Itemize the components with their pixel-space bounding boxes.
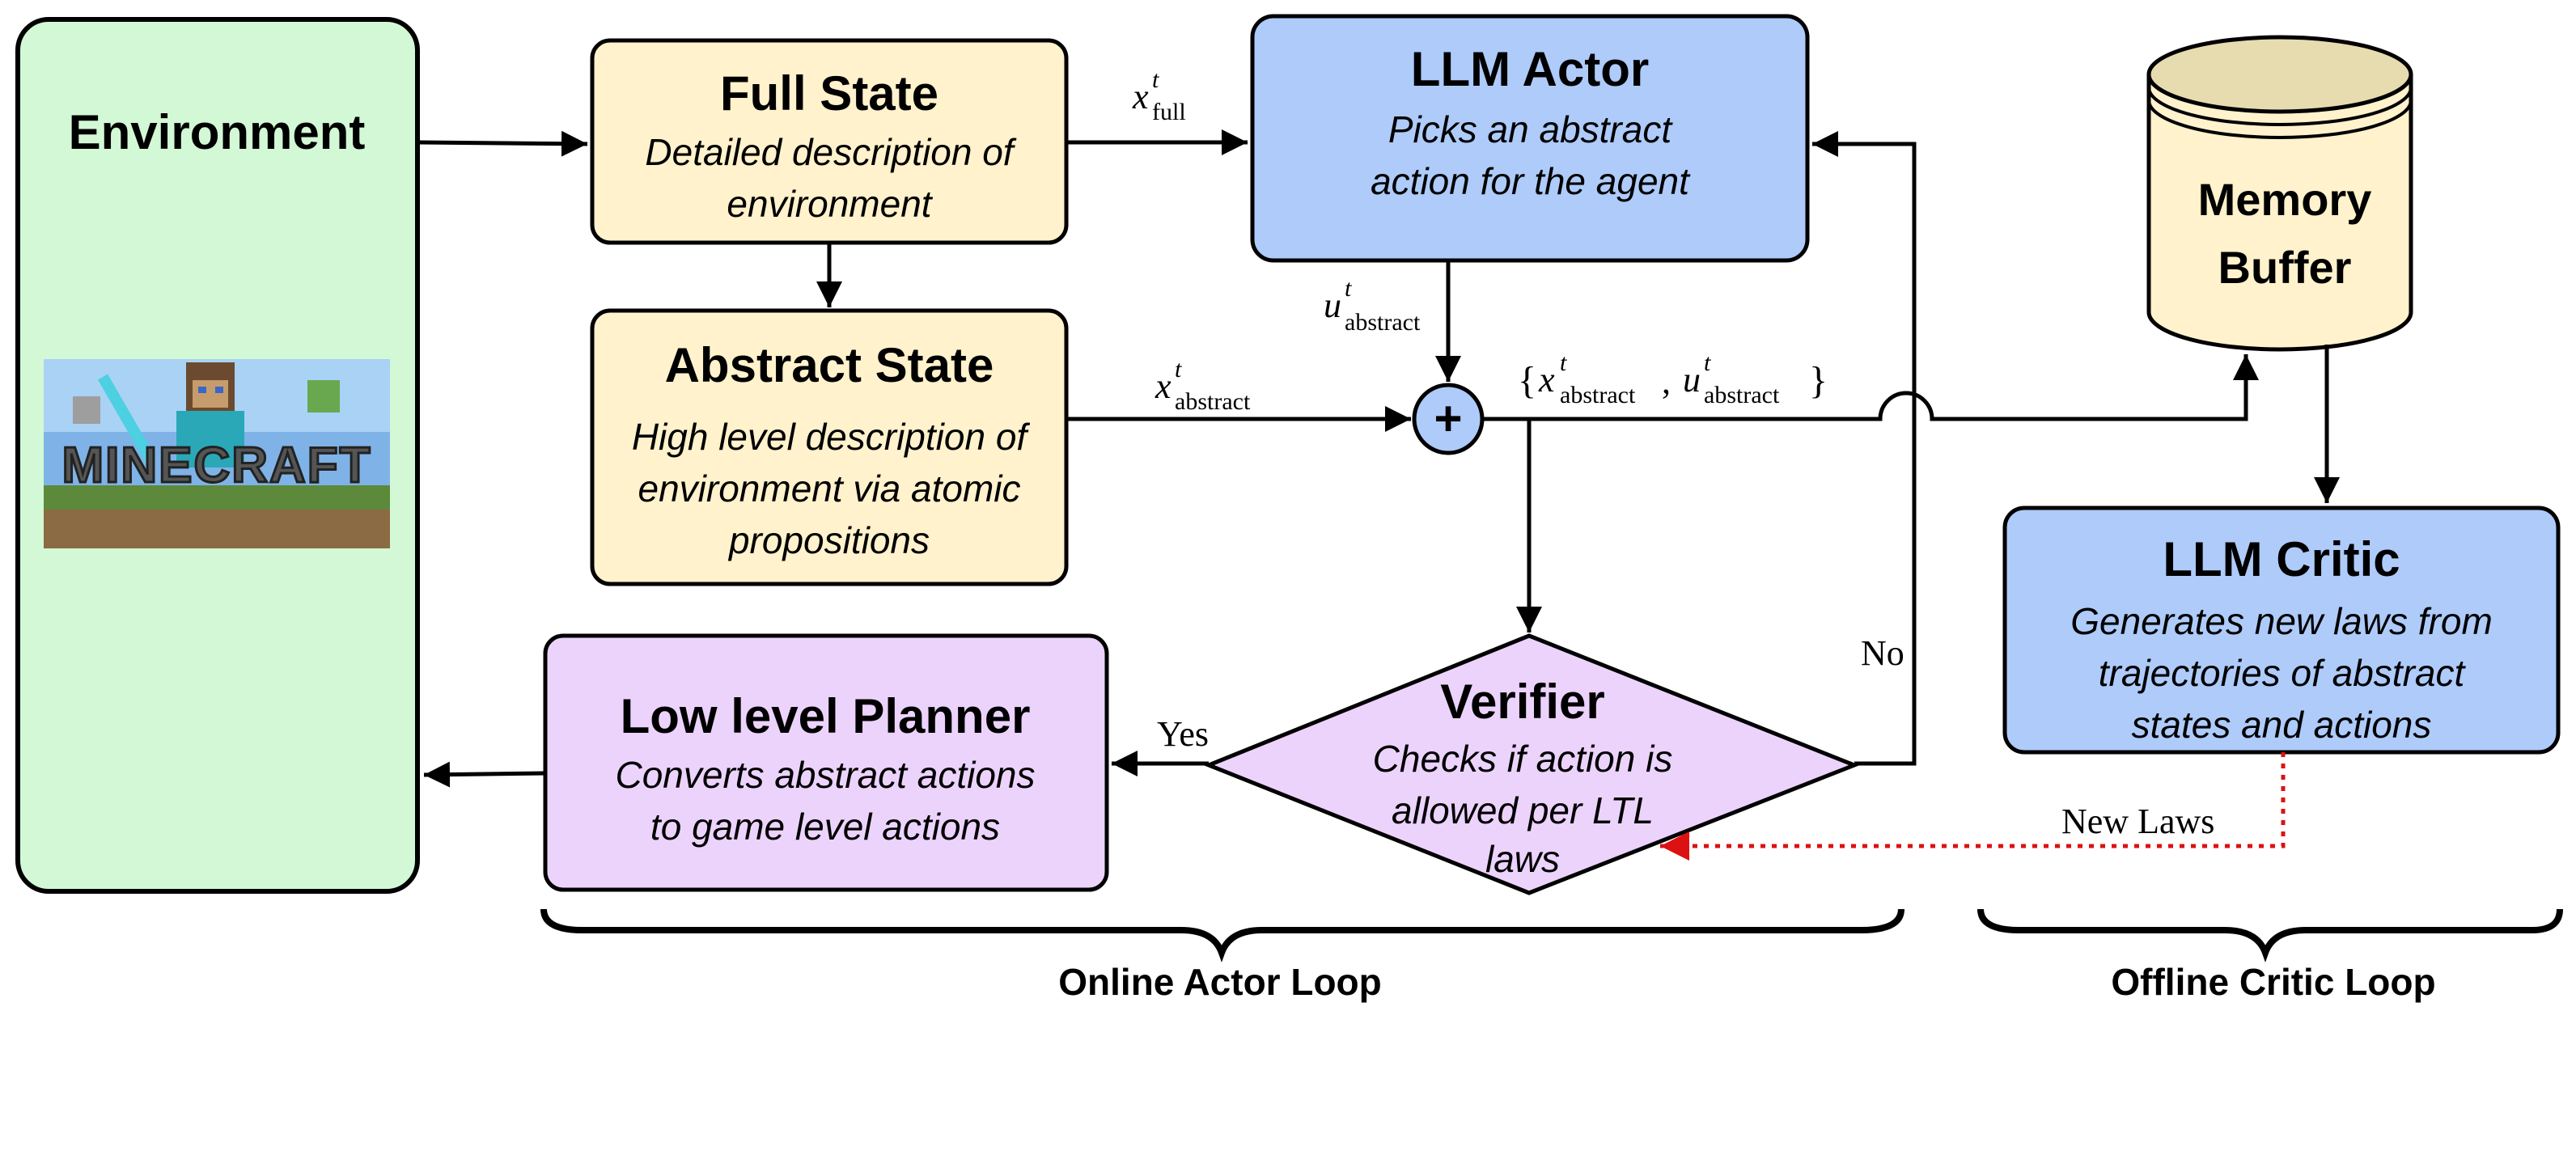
low-level-planner-node: Low level Planner Converts abstract acti… [543, 633, 1109, 892]
label-u-abstract-sup: t [1345, 275, 1352, 302]
llm-actor-box [1250, 14, 1810, 263]
label-u-abstract: u t abstract [1324, 275, 1421, 336]
edges [418, 129, 2340, 861]
verifier-desc-line: Checks if action is [1373, 738, 1673, 780]
label-pair-x-sub: abstract [1560, 382, 1636, 408]
environment-node: Environment MINECRAFT [15, 17, 420, 894]
edge-verifier-no-to-llm-actor [1812, 131, 1917, 766]
edge-planner-to-environment [423, 761, 546, 788]
label-x-full-sub: full [1152, 99, 1186, 125]
label-pair-u: u [1683, 360, 1701, 400]
llm-critic-node: LLM Critic Generates new laws from traje… [2002, 506, 2561, 755]
label-pair-x-sup: t [1560, 349, 1567, 376]
label-u-abstract-var: u [1324, 286, 1341, 325]
edge-critic-new-laws-to-verifier [1660, 752, 2286, 861]
label-u-abstract-sub: abstract [1345, 309, 1421, 336]
llm-actor-desc-line: Picks an abstract [1388, 108, 1673, 150]
label-pair-u-sup: t [1704, 349, 1711, 376]
minecraft-logo-text: MINECRAFT [61, 438, 371, 493]
edge-combine-to-memory-buffer [1482, 354, 2259, 421]
verifier-diamond [1203, 633, 1860, 895]
plus-icon: + [1434, 391, 1462, 446]
full-state-desc-line: environment [727, 183, 933, 225]
verifier-desc-line: laws [1485, 838, 1560, 880]
label-x-abstract-var: x [1155, 366, 1171, 406]
label-new-laws: New Laws [2061, 802, 2214, 841]
llm-critic-desc-line: states and actions [2132, 704, 2432, 746]
llm-critic-desc-line: Generates new laws from [2070, 600, 2493, 642]
label-x-abstract-sub: abstract [1175, 388, 1251, 415]
label-x-full-var: x [1132, 77, 1149, 116]
llm-actor-desc-line: action for the agent [1371, 160, 1691, 202]
verifier-node: Verifier Checks if action is allowed per… [1203, 633, 1860, 895]
low-level-planner-box [543, 633, 1109, 892]
llm-actor-title: LLM Actor [1411, 42, 1649, 96]
memory-buffer-ring [2147, 99, 2413, 139]
memory-buffer-title-line: Memory [2198, 174, 2372, 225]
label-x-abstract-sup: t [1175, 356, 1182, 383]
abstract-state-desc-line: environment via atomic [638, 468, 1021, 510]
label-state-action-pair: { x t abstract , u t abstract } [1518, 349, 1828, 408]
memory-buffer-top [2146, 35, 2413, 114]
label-no: No [1861, 633, 1904, 673]
full-state-node: Full State Detailed description of envir… [590, 38, 1069, 245]
full-state-desc-line: Detailed description of [645, 131, 1016, 173]
llm-critic-desc-line: trajectories of abstract [2099, 652, 2467, 694]
abstract-state-desc-line: High level description of [632, 416, 1031, 458]
label-x-full: x t full [1132, 66, 1186, 125]
label-pair-open: { [1518, 359, 1536, 402]
memory-buffer-title-line: Buffer [2218, 242, 2352, 293]
memory-buffer-node: Memory Buffer [2146, 35, 2413, 352]
online-loop-label: Online Actor Loop [1058, 961, 1382, 1003]
offline-loop-brace [1977, 908, 2563, 962]
minecraft-image: MINECRAFT [44, 359, 390, 548]
edge-environment-to-full-state [418, 130, 588, 157]
label-pair-close: } [1809, 359, 1828, 402]
label-pair-u-sub: abstract [1704, 382, 1780, 408]
verifier-title: Verifier [1440, 675, 1604, 729]
memory-buffer-body [2146, 74, 2413, 352]
llm-actor-node: LLM Actor Picks an abstract action for t… [1250, 14, 1810, 263]
combine-node: + [1412, 383, 1485, 455]
offline-loop-label: Offline Critic Loop [2111, 961, 2435, 1003]
abstract-state-title: Abstract State [665, 338, 994, 392]
low-level-planner-desc-line: Converts abstract actions [615, 754, 1035, 796]
label-pair-x: x [1538, 360, 1555, 400]
label-x-abstract: x t abstract [1155, 356, 1251, 415]
abstract-state-desc-line: propositions [727, 519, 930, 561]
abstract-state-box [590, 308, 1069, 586]
llm-critic-title: LLM Critic [2163, 532, 2400, 586]
environment-title: Environment [69, 105, 366, 159]
verifier-desc-line: allowed per LTL [1392, 789, 1654, 831]
low-level-planner-title: Low level Planner [621, 689, 1031, 743]
low-level-planner-desc-line: to game level actions [650, 806, 1000, 848]
online-loop-brace [540, 908, 1904, 962]
label-pair-sep: , [1662, 362, 1671, 401]
full-state-title: Full State [720, 66, 938, 121]
memory-buffer-ring [2147, 87, 2413, 126]
label-x-full-sup: t [1152, 66, 1159, 93]
abstract-state-node: Abstract State High level description of… [590, 308, 1069, 586]
label-yes: Yes [1157, 714, 1209, 754]
